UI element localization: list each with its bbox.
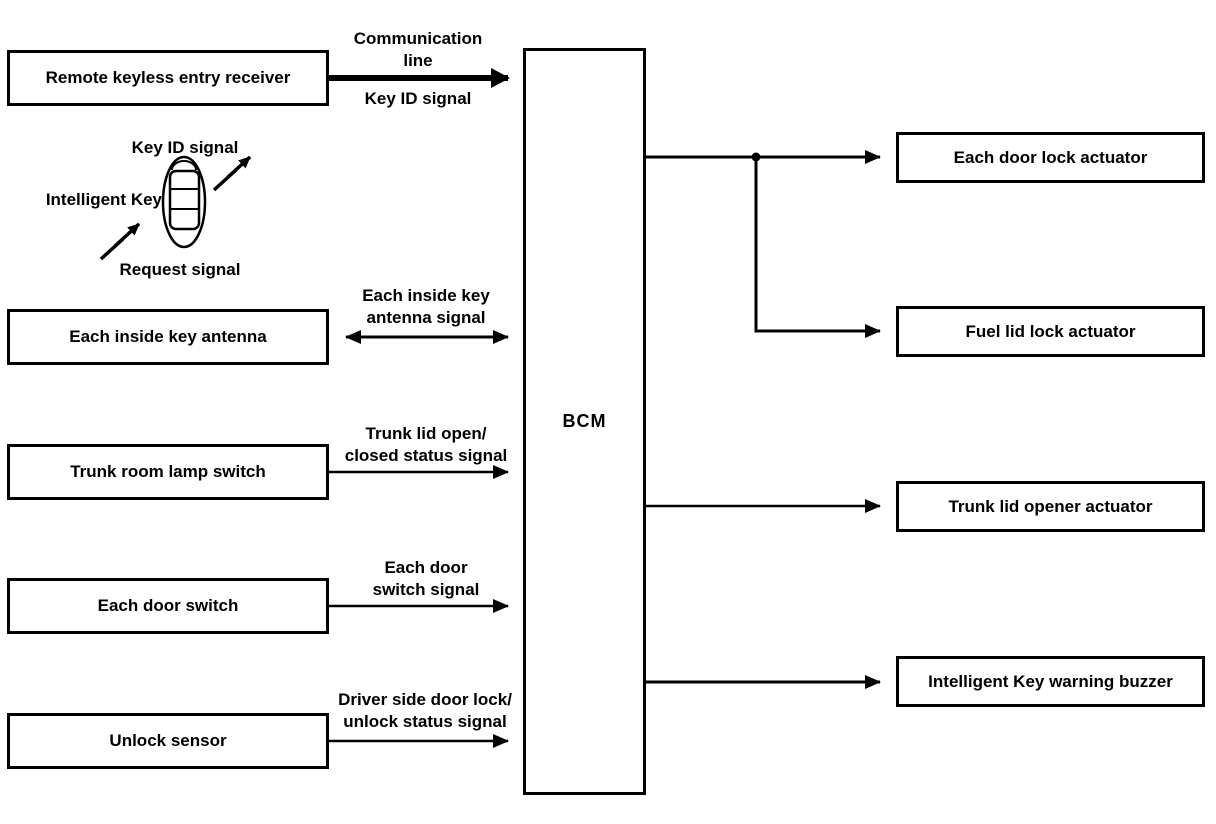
box-label: Each door lock actuator <box>953 147 1148 167</box>
box-each-door-lock-actuator: Each door lock actuator <box>896 132 1205 183</box>
box-label: Each inside key antenna <box>69 327 267 346</box>
box-each-door-switch: Each door switch <box>7 578 329 634</box>
fuel-lid-actuator-branch-arrow <box>754 157 881 338</box>
box-unlock-sensor: Unlock sensor <box>7 713 329 769</box>
box-remote-keyless-entry-receiver: Remote keyless entry receiver <box>7 50 329 106</box>
box-each-inside-key-antenna: Each inside key antenna <box>7 309 329 365</box>
box-fuel-lid-lock-actuator: Fuel lid lock actuator <box>896 306 1205 357</box>
box-label: Each door switch <box>97 596 239 615</box>
label-intelligent-key: Intelligent Key <box>45 190 162 209</box>
label-key-id-signal-comm: Key ID signal <box>364 89 472 108</box>
box-intelligent-key-warning-buzzer: Intelligent Key warning buzzer <box>896 656 1205 707</box>
box-label: Trunk lid opener actuator <box>948 496 1153 516</box>
label-key-id-signal-fob: Key ID signal <box>131 138 239 157</box>
box-label: Unlock sensor <box>109 731 227 750</box>
label-inside-key-antenna-signal: Each inside key antenna signal <box>362 286 490 327</box>
box-label: Fuel lid lock actuator <box>965 321 1136 341</box>
box-label: Intelligent Key warning buzzer <box>928 671 1173 691</box>
box-label: Trunk room lamp switch <box>70 462 266 481</box>
bcm-label: BCM <box>562 411 607 431</box>
lightning-bolt-up-icon <box>212 155 252 192</box>
label-request-signal: Request signal <box>119 260 241 279</box>
key-fob-icon <box>161 155 207 249</box>
label-door-lock-status-signal: Driver side door lock/ unlock status sig… <box>338 690 512 731</box>
box-trunk-lid-opener-actuator: Trunk lid opener actuator <box>896 481 1205 532</box>
label-communication-line: Communication line <box>353 29 483 70</box>
bcm-box: BCM <box>523 48 646 795</box>
box-trunk-room-lamp-switch: Trunk room lamp switch <box>7 444 329 500</box>
lightning-bolt-down-icon <box>99 222 141 261</box>
label-trunk-lid-status-signal: Trunk lid open/ closed status signal <box>344 424 508 465</box>
label-door-switch-signal: Each door switch signal <box>372 558 480 599</box>
box-label: Remote keyless entry receiver <box>45 68 291 87</box>
